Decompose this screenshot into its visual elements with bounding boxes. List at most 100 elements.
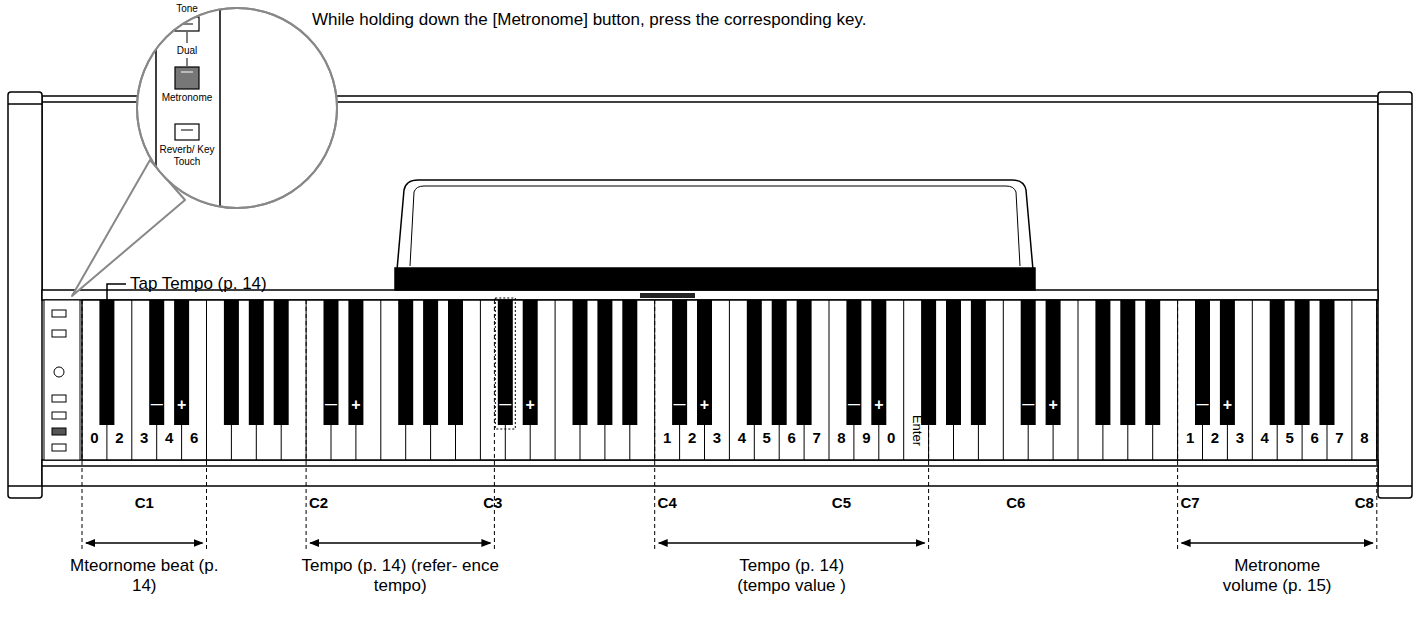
- black-key: [772, 300, 787, 425]
- key-label: —: [1197, 398, 1209, 412]
- range-label: Metronome volume (p. 15): [1212, 556, 1342, 595]
- range-label: Tempo (p. 14) (tempo value ): [712, 556, 872, 595]
- leader-line: [107, 284, 126, 302]
- key-label: —: [848, 398, 860, 412]
- key-label: 4: [738, 429, 746, 446]
- black-key: [249, 300, 264, 425]
- black-key: [573, 300, 588, 425]
- black-key: [747, 300, 762, 425]
- instruction-note: While holding down the [Metronome] butto…: [312, 10, 866, 30]
- black-key: [1320, 300, 1335, 425]
- dashed-guide: [1177, 300, 1178, 552]
- key-label: —: [1022, 398, 1034, 412]
- white-key-edge: [480, 300, 481, 460]
- key-label: 7: [812, 429, 820, 446]
- black-key: [1021, 300, 1036, 425]
- octave-label: C3: [483, 494, 502, 511]
- key-label: 3: [1236, 429, 1244, 446]
- button-label: Reverb/ Key Touch: [158, 144, 216, 167]
- dashed-guide: [306, 300, 307, 552]
- range-arrow: [1182, 542, 1373, 544]
- dashed-guide: [494, 300, 495, 552]
- key-label: +: [526, 396, 535, 414]
- key-label: 2: [115, 429, 123, 446]
- key-label: +: [700, 396, 709, 414]
- key-label: 5: [763, 429, 771, 446]
- button-label: Dual: [177, 45, 198, 57]
- black-key: [672, 300, 687, 425]
- key-label: +: [1223, 396, 1232, 414]
- key-label: 0: [887, 429, 895, 446]
- dashed-guide: [928, 300, 929, 552]
- octave-label: C8: [1355, 494, 1374, 511]
- key-label: 6: [1310, 429, 1318, 446]
- key-highlight: [495, 298, 515, 429]
- key-label: 8: [1360, 429, 1368, 446]
- music-rest: [395, 180, 1035, 298]
- white-key-edge: [555, 300, 556, 460]
- black-key: [149, 300, 164, 425]
- black-key: [1295, 300, 1310, 425]
- black-key: [622, 300, 637, 425]
- octave-label: C2: [309, 494, 328, 511]
- key-label: 2: [688, 429, 696, 446]
- control-panel: [44, 300, 80, 460]
- range-label: Mteornome beat (p. 14): [69, 556, 219, 595]
- range-arrow: [310, 542, 490, 544]
- black-key: [1220, 300, 1235, 425]
- key-label: +: [874, 396, 883, 414]
- key-label: 6: [190, 429, 198, 446]
- white-key-edge: [380, 300, 381, 460]
- key-label: 1: [663, 429, 671, 446]
- black-key: [1095, 300, 1110, 425]
- key-label: —: [674, 398, 686, 412]
- range-arrow: [86, 542, 203, 544]
- octave-label: C7: [1180, 494, 1199, 511]
- black-key: [523, 300, 538, 425]
- key-label: —: [325, 398, 337, 412]
- key-label: +: [177, 396, 186, 414]
- octave-label: C4: [658, 494, 677, 511]
- black-key: [1046, 300, 1061, 425]
- octave-label: C5: [832, 494, 851, 511]
- guide-lines: [82, 300, 1377, 552]
- black-key: [498, 300, 513, 425]
- black-key: [1195, 300, 1210, 425]
- key-label: 0: [90, 429, 98, 446]
- white-key-edge: [1351, 300, 1352, 460]
- key-label: 9: [862, 429, 870, 446]
- black-key: [398, 300, 413, 425]
- black-key: [1145, 300, 1160, 425]
- dashed-guide: [1376, 300, 1377, 552]
- white-key-edge: [829, 300, 830, 460]
- button-label: Metronome: [162, 92, 213, 104]
- white-key-edge: [1078, 300, 1079, 460]
- black-key: [423, 300, 438, 425]
- key-label: —: [151, 398, 163, 412]
- black-key: [448, 300, 463, 425]
- white-key-edge: [903, 300, 904, 460]
- key-label: Enter: [909, 414, 924, 445]
- black-key: [846, 300, 861, 425]
- key-label: 6: [787, 429, 795, 446]
- black-key: [99, 300, 114, 425]
- black-key: [348, 300, 363, 425]
- key-label: 3: [140, 429, 148, 446]
- key-label: 4: [1261, 429, 1269, 446]
- range-arrow: [659, 542, 925, 544]
- key-label: 4: [165, 429, 173, 446]
- key-label: 5: [1285, 429, 1293, 446]
- key-label: 3: [713, 429, 721, 446]
- black-key: [597, 300, 612, 425]
- black-key: [274, 300, 289, 425]
- black-key: [174, 300, 189, 425]
- white-key-edge: [1003, 300, 1004, 460]
- key-label: —: [499, 398, 511, 412]
- keyboard: [82, 298, 1377, 460]
- octave-label: C1: [135, 494, 154, 511]
- key-label: 7: [1335, 429, 1343, 446]
- black-key: [871, 300, 886, 425]
- white-key-edge: [729, 300, 730, 460]
- black-key: [797, 300, 812, 425]
- white-key-edge: [1252, 300, 1253, 460]
